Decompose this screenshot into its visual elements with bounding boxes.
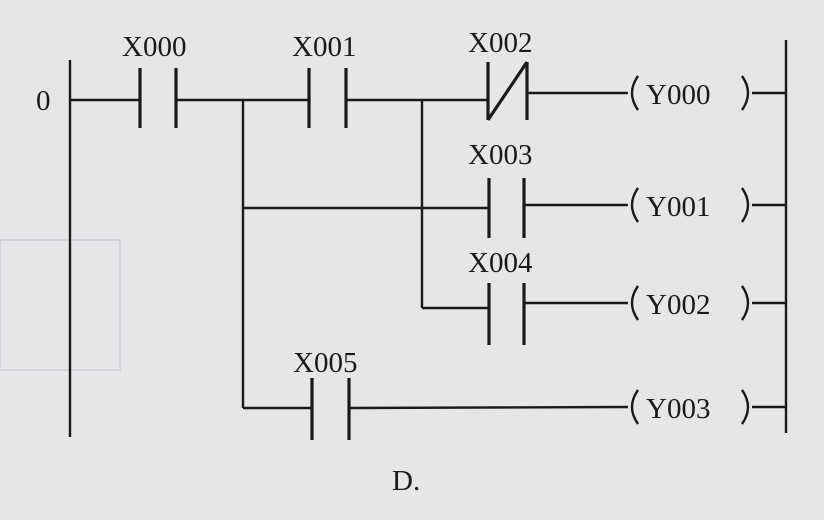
- coil-y001: Y001: [630, 187, 750, 223]
- coil-y003: Y003: [630, 389, 750, 425]
- contact-x000: X000: [122, 31, 186, 128]
- contact-x005: X005: [293, 347, 357, 440]
- coil-y002: Y002: [630, 285, 750, 321]
- svg-text:Y001: Y001: [646, 191, 710, 223]
- rung-4: [243, 405, 786, 410]
- contact-x002-normally-closed: X002: [468, 27, 532, 121]
- svg-text:X003: X003: [468, 139, 532, 171]
- contact-x004: X004: [468, 247, 533, 345]
- contact-x001: X001: [292, 31, 356, 128]
- rung-2: [243, 203, 786, 210]
- svg-text:X001: X001: [292, 31, 356, 63]
- svg-text:Y002: Y002: [646, 289, 710, 321]
- svg-text:X002: X002: [468, 27, 532, 59]
- step-number: 0: [36, 85, 51, 117]
- svg-text:X004: X004: [468, 247, 533, 279]
- svg-text:X000: X000: [122, 31, 186, 63]
- rung-3: [422, 301, 786, 310]
- option-label: D.: [392, 465, 420, 497]
- contact-x003: X003: [468, 139, 532, 238]
- svg-text:Y003: Y003: [646, 393, 710, 425]
- svg-text:X005: X005: [293, 347, 357, 379]
- svg-text:Y000: Y000: [646, 79, 710, 111]
- coil-y000: Y000: [630, 75, 750, 111]
- bleed-through-box: [0, 239, 121, 371]
